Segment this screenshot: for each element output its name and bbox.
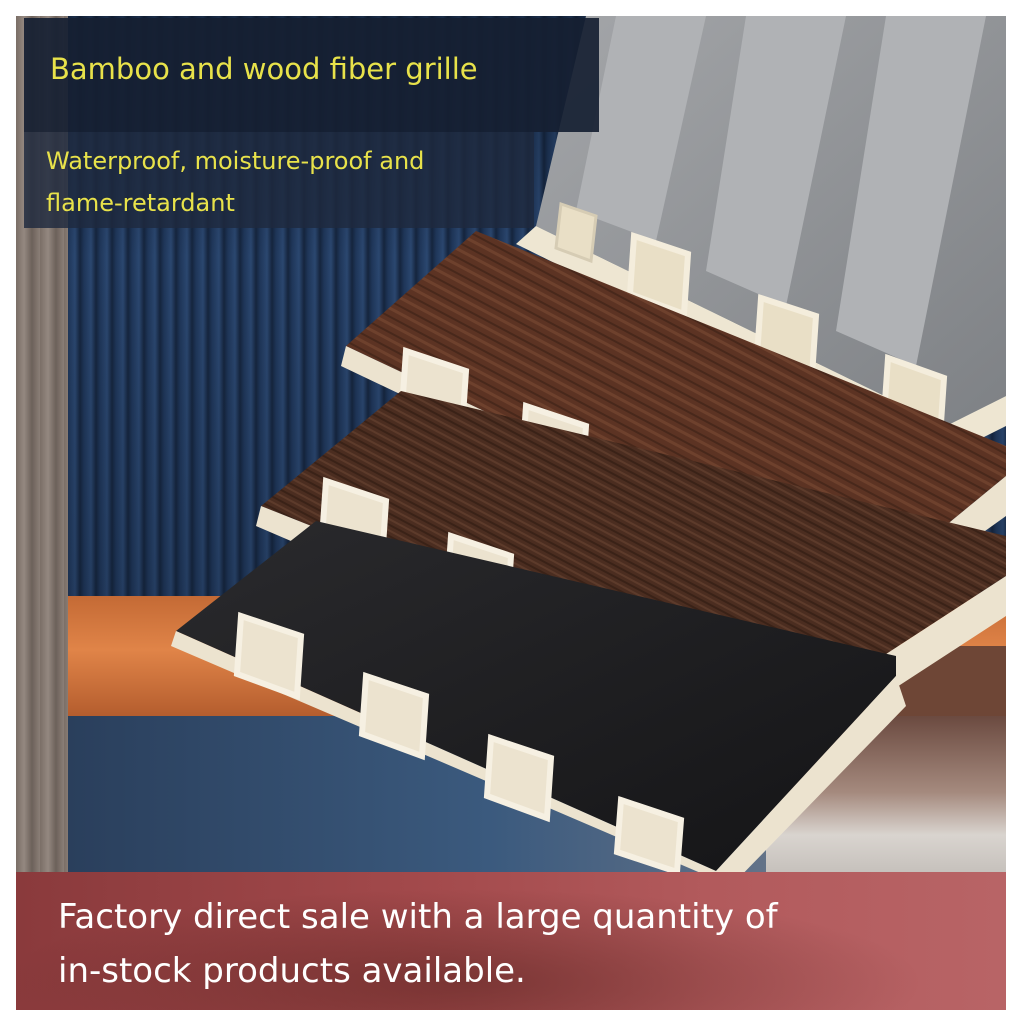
title-box: Bamboo and wood fiber grille <box>24 18 599 132</box>
promo-line-2: in-stock products available. <box>58 951 526 991</box>
features-line-2: flame-retardant <box>46 189 235 217</box>
product-image: Bamboo and wood fiber grille Waterproof,… <box>16 16 1006 1010</box>
banner-shading <box>16 872 1006 1010</box>
product-features: Waterproof, moisture-proof and flame-ret… <box>46 140 526 224</box>
features-line-1: Waterproof, moisture-proof and <box>46 147 425 175</box>
promo-text: Factory direct sale with a large quantit… <box>58 890 958 998</box>
product-title: Bamboo and wood fiber grille <box>50 52 478 86</box>
grille-panels-illustration <box>171 16 1006 886</box>
subtitle-box <box>24 132 534 228</box>
promo-banner <box>16 872 1006 1010</box>
promo-line-1: Factory direct sale with a large quantit… <box>58 897 778 937</box>
